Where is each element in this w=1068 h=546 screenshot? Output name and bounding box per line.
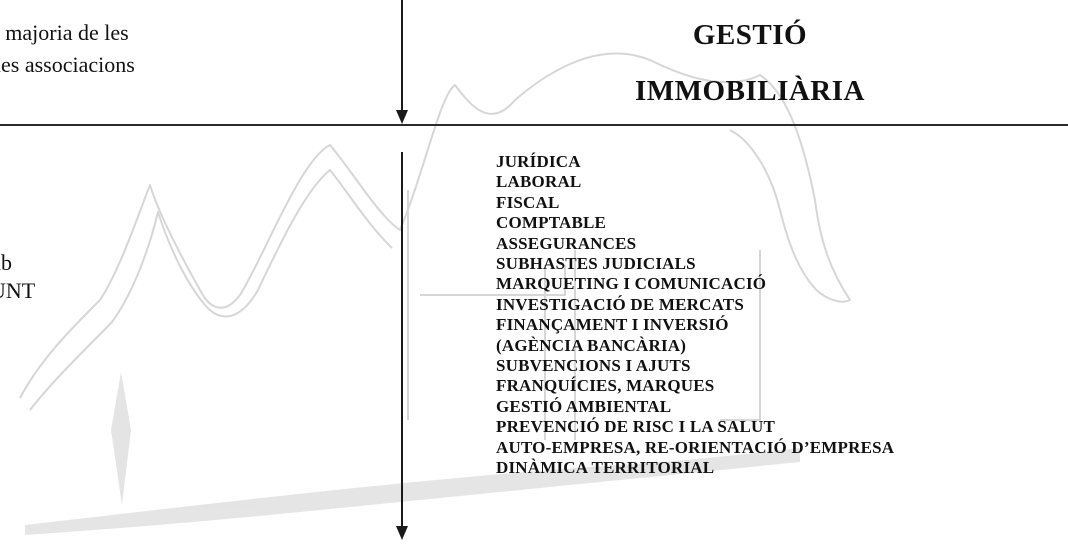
service-item: FISCAL [496,192,560,212]
heading-line-2: IMMOBILIÀRIA [635,75,865,107]
service-item: PREVENCIÓ DE RISC I LA SALUT [496,417,776,437]
watermark-mountain-inner [29,169,393,411]
top-arrow-head [396,110,408,124]
service-item: (AGÈNCIA BANCÀRIA) [496,335,687,355]
service-item: FINANÇAMENT I INVERSIÓ [496,315,729,335]
heading-line-1: GESTIÓ [692,19,808,51]
watermark-bar [25,448,800,535]
left-text-line-2: nes associacions [0,52,135,77]
watermark-diamond [111,372,131,505]
service-item: MARQUETING I COMUNICACIÓ [496,274,767,294]
bottom-arrow-head [396,526,408,540]
watermark-house-frame [407,190,761,440]
service-item: LABORAL [496,172,582,192]
left-text-line-3: nb [0,250,12,275]
service-item: DINÀMICA TERRITORIAL [496,458,715,478]
service-item: ASSEGURANCES [496,233,637,253]
left-text-line-4: UNT [0,278,36,303]
service-item: JURÍDICA [496,152,581,171]
service-item: COMPTABLE [496,213,607,233]
watermark-mountain-outline [19,52,851,399]
service-item: FRANQUÍCIES, MARQUES [496,376,715,396]
service-item: SUBVENCIONS I AJUTS [496,356,691,376]
service-item: GESTIÓ AMBIENTAL [496,396,672,416]
service-item: SUBHASTES JUDICIALS [496,254,696,274]
service-list: JURÍDICA LABORAL FISCAL COMPTABLE ASSEGU… [496,152,894,479]
service-item: INVESTIGACIÓ DE MERCATS [496,294,744,314]
left-text-line-1: a majoria de les [0,20,129,45]
horizontal-divider [0,124,1068,126]
service-item: AUTO-EMPRESA, RE-ORIENTACIÓ D’EMPRESA [496,437,895,457]
